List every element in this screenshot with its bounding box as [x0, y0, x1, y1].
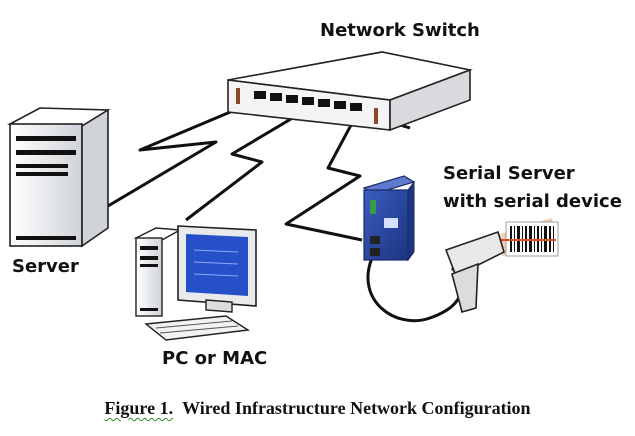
scanner-handle	[451, 262, 479, 313]
server-side	[81, 108, 109, 248]
serial-server-label-line2: with serial device	[443, 191, 622, 212]
serial-cable	[366, 257, 463, 323]
figure-title: Wired Infrastructure Network Configurati…	[182, 398, 531, 418]
serial-server-label: Serial Server with serial device	[443, 160, 622, 216]
switch-side	[389, 68, 471, 132]
server-label: Server	[12, 256, 79, 277]
network-switch-label: Network Switch	[320, 20, 480, 41]
switch-bracket-right	[374, 108, 378, 124]
cable-server	[107, 100, 255, 208]
pc-workstation	[133, 225, 257, 341]
switch-bracket-left	[236, 88, 240, 104]
monitor-screen	[186, 234, 248, 296]
cable-pc	[185, 108, 307, 222]
server-front	[9, 123, 83, 247]
scanner-head	[444, 230, 505, 278]
figure-caption: Figure 1. Wired Infrastructure Network C…	[0, 398, 635, 419]
serial-server-label-line1: Serial Server	[443, 163, 575, 184]
network-switch	[227, 51, 473, 132]
pc-tower	[135, 237, 163, 317]
serial-server	[362, 175, 416, 262]
figure-number: Figure 1.	[104, 398, 174, 418]
pc-label: PC or MAC	[162, 348, 268, 369]
monitor-stand	[205, 299, 233, 313]
barcode-scanner	[444, 218, 559, 313]
server-tower	[6, 107, 111, 248]
switch-ports	[254, 91, 362, 111]
